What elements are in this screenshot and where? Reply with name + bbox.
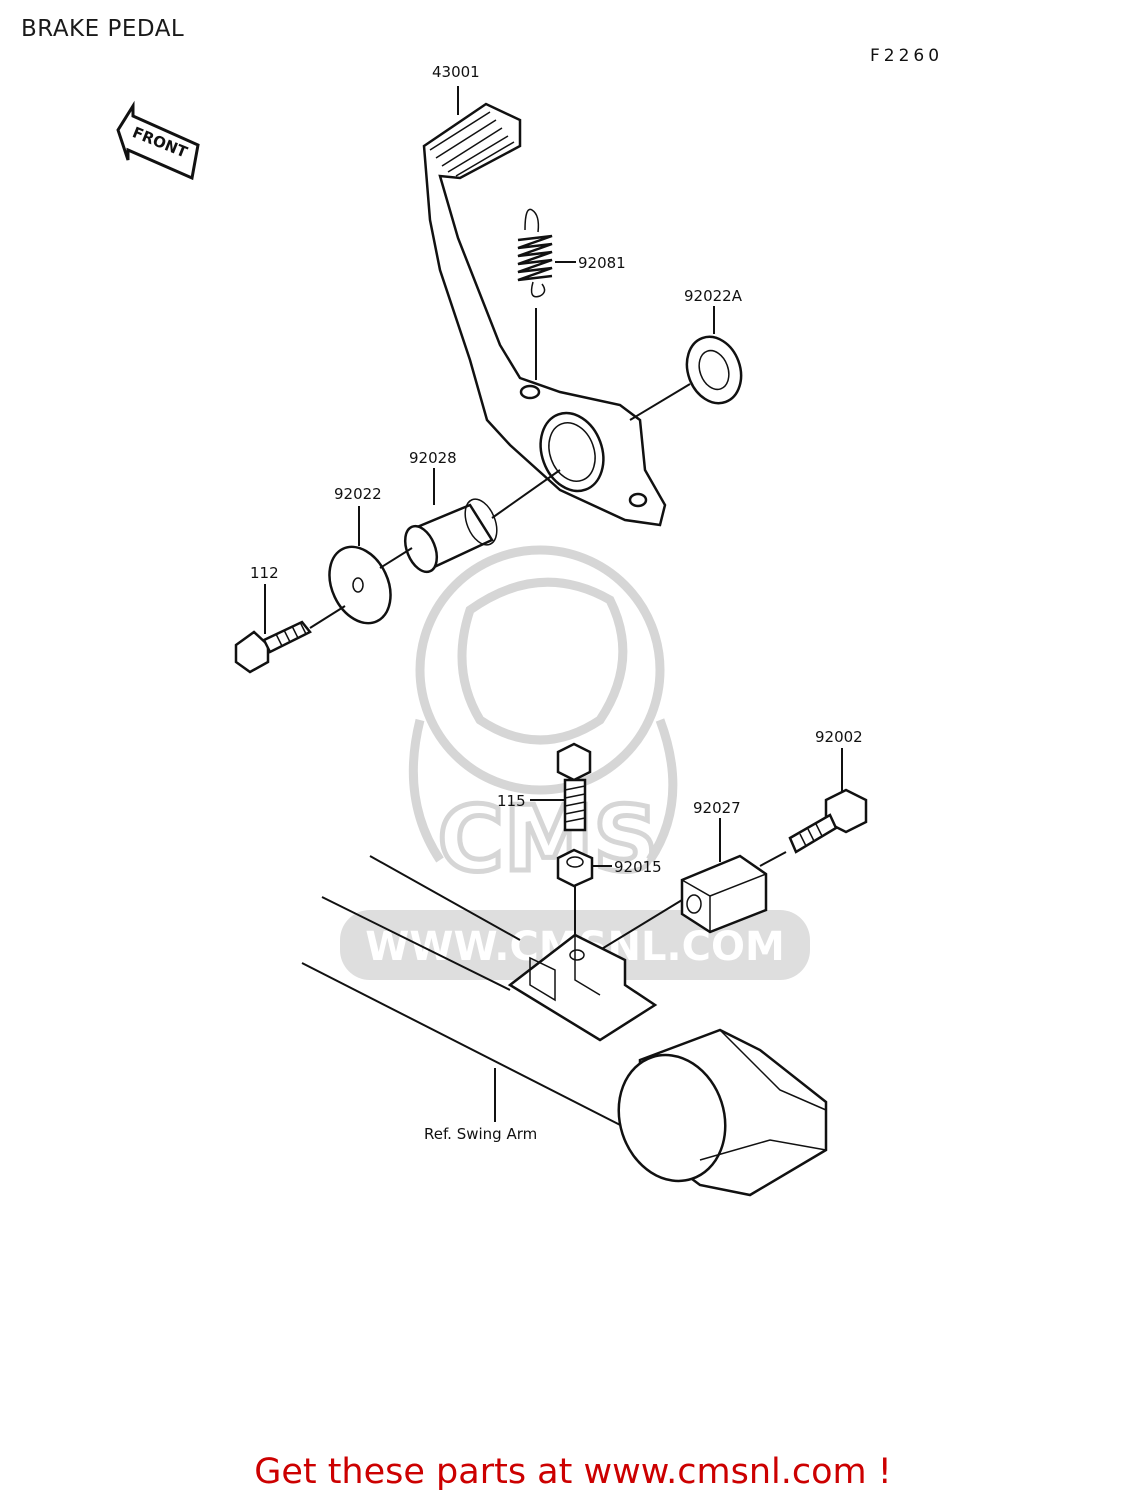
- page-title: BRAKE PEDAL: [21, 16, 185, 42]
- bolt-115-part: [556, 742, 592, 832]
- washer-part: [328, 545, 413, 625]
- callout-115: 115: [497, 792, 526, 810]
- collar-part: [403, 469, 561, 574]
- callout-92022: 92022: [334, 485, 382, 503]
- callout-92028: 92028: [409, 449, 457, 467]
- callout-43001: 43001: [432, 63, 480, 81]
- callout-92015: 92015: [614, 858, 662, 876]
- watermark-logo: CMS: [438, 787, 658, 892]
- cmsnl-watermark: CMS WWW.CMSNL.COM: [340, 545, 810, 980]
- callout-92022a: 92022A: [684, 287, 743, 305]
- bolt-92002-part: [759, 788, 868, 867]
- callout-swing-arm: Ref. Swing Arm: [424, 1125, 537, 1143]
- callout-92002: 92002: [815, 728, 863, 746]
- callout-92081: 92081: [578, 254, 626, 272]
- cta-link[interactable]: Get these parts at www.cmsnl.com !: [254, 1452, 892, 1492]
- front-arrow-icon: FRONT: [116, 100, 200, 181]
- swing-arm-part: [301, 855, 828, 1197]
- brake-pedal-part: [422, 102, 667, 527]
- callout-92027: 92027: [693, 799, 741, 817]
- nut-part: [556, 848, 594, 948]
- spring-part: [517, 208, 553, 380]
- callout-112: 112: [250, 564, 279, 582]
- block-part: [599, 854, 768, 951]
- washer-a-part: [629, 335, 743, 421]
- bolt-112-part: [234, 605, 346, 674]
- leader-lines: [264, 86, 843, 1122]
- figure-code: F2260: [870, 46, 944, 66]
